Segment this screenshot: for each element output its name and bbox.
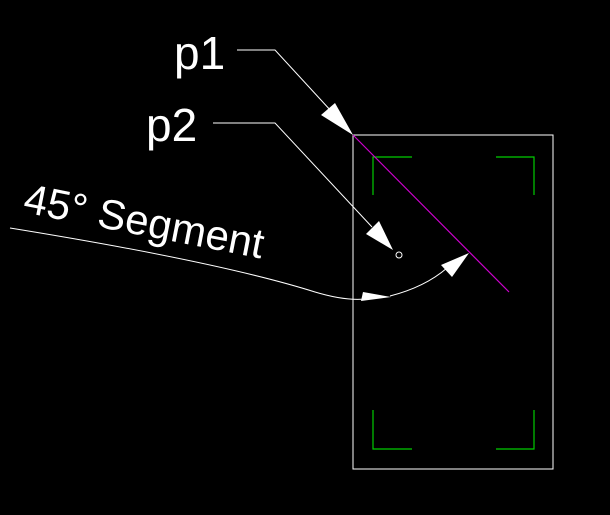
label-p1: p1	[174, 27, 225, 79]
p1-leader-arrowhead	[321, 103, 353, 135]
label-p2: p2	[146, 99, 197, 151]
corner-mark-bottom-left	[372, 410, 412, 450]
corner-marks	[372, 156, 535, 450]
diagonal-segment-line	[352, 134, 510, 293]
rectangle-outline	[352, 134, 554, 470]
p2-leader-arrowhead	[366, 221, 393, 250]
p2-point-marker	[395, 251, 403, 259]
label-45-segment: 45° Segment	[20, 175, 268, 268]
segment-leader-arrowhead-left	[361, 292, 391, 301]
corner-mark-bottom-right	[496, 410, 535, 450]
p1-leader-line	[237, 49, 333, 113]
p2-leader-line	[213, 122, 373, 228]
segment-angle-arrowhead-right	[441, 253, 469, 277]
segment-leader-curve	[9, 227, 366, 300]
corner-mark-top-left	[372, 156, 412, 195]
segment-angle-arc	[389, 267, 448, 297]
corner-mark-top-right	[496, 156, 535, 195]
